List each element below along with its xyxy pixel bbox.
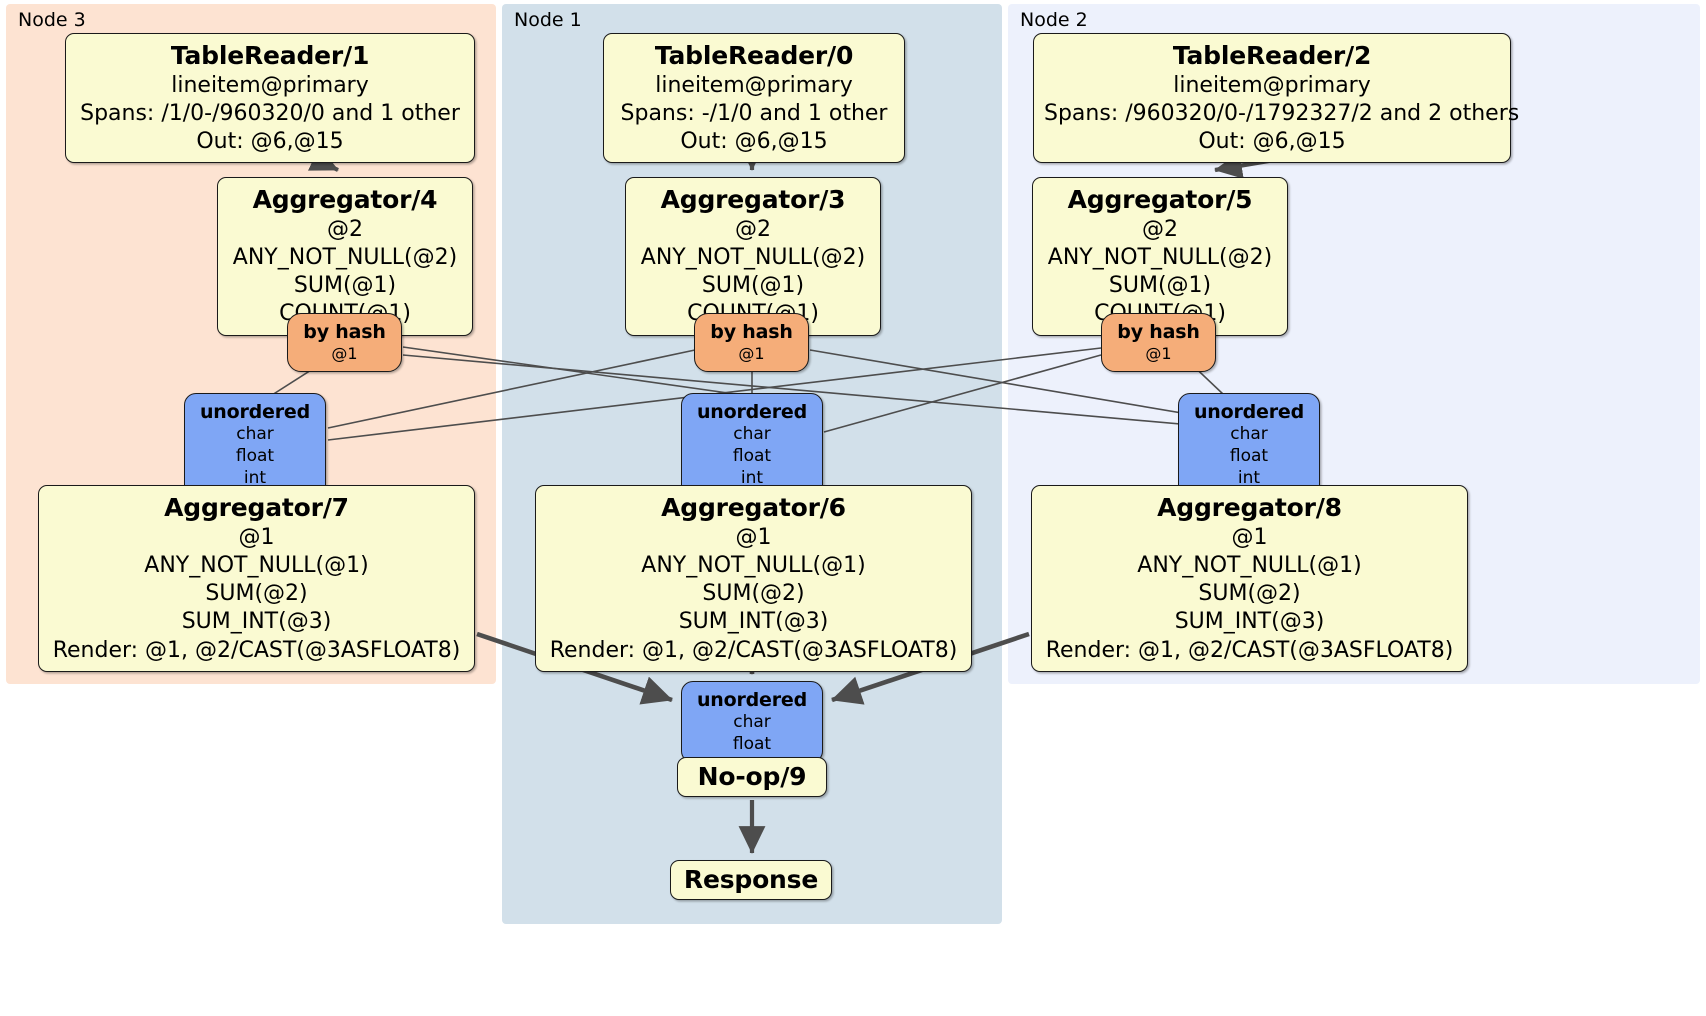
synchronizer-unordered-6[interactable]: unordered char float int (681, 393, 823, 497)
processor-detail-table: lineitem@primary (1173, 73, 1371, 98)
router-detail-col: @1 (331, 344, 358, 364)
processor-detail-groupcol: @1 (735, 525, 772, 550)
processor-detail-agg1: ANY_NOT_NULL(@2) (232, 245, 458, 271)
synchronizer-type-float: float (732, 734, 772, 755)
synchronizer-type-char: char (733, 712, 771, 733)
synchronizer-type-int: int (243, 467, 267, 488)
processor-title: TableReader/2 (1172, 41, 1372, 70)
processor-detail-spans: Spans: /1/0-/960320/0 and 1 other (80, 101, 460, 127)
processor-detail-agg1: ANY_NOT_NULL(@1) (641, 553, 866, 579)
synchronizer-unordered-8[interactable]: unordered char float int (1178, 393, 1320, 497)
processor-title: Aggregator/5 (1067, 185, 1253, 214)
processor-detail-agg2: SUM(@2) (702, 581, 805, 607)
processor-detail-out: Out: @6,@15 (680, 129, 828, 155)
synchronizer-type-int: int (1237, 467, 1261, 488)
processor-title: Aggregator/6 (661, 493, 846, 522)
processor-detail-agg3: SUM_INT(@3) (181, 609, 332, 635)
synchronizer-type-char: char (236, 424, 274, 445)
synchronizer-unordered-7[interactable]: unordered char float int (184, 393, 326, 497)
processor-aggregator-4[interactable]: Aggregator/4 @2 ANY_NOT_NULL(@2) SUM(@1)… (217, 177, 473, 336)
cluster-label-node-2: Node 2 (1020, 9, 1088, 31)
synchronizer-unordered-final[interactable]: unordered char float (681, 681, 823, 763)
processor-aggregator-5[interactable]: Aggregator/5 @2 ANY_NOT_NULL(@2) SUM(@1)… (1032, 177, 1288, 336)
processor-detail-groupcol: @2 (735, 217, 771, 242)
router-title: by hash (303, 321, 386, 343)
processor-tablereader-2[interactable]: TableReader/2 lineitem@primary Spans: /9… (1033, 33, 1520, 164)
processor-detail-agg1: ANY_NOT_NULL(@2) (640, 245, 866, 271)
processor-detail-table: lineitem@primary (171, 73, 369, 98)
processor-tablereader-1[interactable]: TableReader/1 lineitem@primary Spans: /1… (65, 33, 475, 164)
synchronizer-type-float: float (235, 446, 275, 467)
processor-detail-agg1: ANY_NOT_NULL(@1) (144, 553, 369, 579)
router-title: by hash (710, 321, 793, 343)
processor-title: Response (683, 865, 819, 894)
router-detail-col: @1 (738, 344, 765, 364)
synchronizer-title: unordered (696, 689, 808, 711)
router-title: by hash (1117, 321, 1200, 343)
synchronizer-title: unordered (696, 401, 808, 423)
processor-title: No-op/9 (697, 762, 807, 791)
processor-detail-spans: Spans: /960320/0-/1792327/2 and 2 others (1044, 101, 1520, 127)
processor-detail-render: Render: @1, @2/CAST(@3ASFLOAT8) (52, 637, 461, 663)
router-detail-col: @1 (1145, 344, 1172, 364)
synchronizer-type-int: int (740, 467, 764, 488)
processor-detail-spans: Spans: -/1/0 and 1 other (620, 101, 888, 127)
processor-aggregator-7[interactable]: Aggregator/7 @1 ANY_NOT_NULL(@1) SUM(@2)… (38, 485, 475, 672)
synchronizer-title: unordered (1193, 401, 1305, 423)
synchronizer-type-char: char (733, 424, 771, 445)
processor-title: TableReader/1 (170, 41, 370, 70)
processor-detail-agg2: SUM(@1) (701, 273, 805, 299)
router-by-hash-3[interactable]: by hash @1 (694, 313, 809, 372)
synchronizer-title: unordered (199, 401, 311, 423)
processor-detail-agg1: ANY_NOT_NULL(@2) (1047, 245, 1273, 271)
processor-detail-table: lineitem@primary (655, 73, 853, 98)
processor-title: Aggregator/3 (660, 185, 846, 214)
synchronizer-type-float: float (732, 446, 772, 467)
processor-detail-agg2: SUM(@2) (205, 581, 308, 607)
processor-aggregator-6[interactable]: Aggregator/6 @1 ANY_NOT_NULL(@1) SUM(@2)… (535, 485, 972, 672)
processor-detail-render: Render: @1, @2/CAST(@3ASFLOAT8) (549, 637, 958, 663)
router-by-hash-5[interactable]: by hash @1 (1101, 313, 1216, 372)
synchronizer-type-char: char (1230, 424, 1268, 445)
processor-detail-out: Out: @6,@15 (1198, 129, 1346, 155)
processor-aggregator-8[interactable]: Aggregator/8 @1 ANY_NOT_NULL(@1) SUM(@2)… (1031, 485, 1468, 672)
cluster-label-node-1: Node 1 (514, 9, 582, 31)
processor-aggregator-3[interactable]: Aggregator/3 @2 ANY_NOT_NULL(@2) SUM(@1)… (625, 177, 881, 336)
processor-tablereader-0[interactable]: TableReader/0 lineitem@primary Spans: -/… (603, 33, 905, 164)
processor-detail-agg2: SUM(@1) (1108, 273, 1212, 299)
processor-title: Aggregator/7 (164, 493, 349, 522)
processor-title: TableReader/0 (654, 41, 854, 70)
processor-detail-agg1: ANY_NOT_NULL(@1) (1137, 553, 1362, 579)
processor-detail-groupcol: @1 (238, 525, 275, 550)
processor-detail-agg2: SUM(@2) (1198, 581, 1301, 607)
cluster-label-node-3: Node 3 (18, 9, 86, 31)
processor-detail-groupcol: @2 (327, 217, 363, 242)
synchronizer-type-float: float (1229, 446, 1269, 467)
processor-detail-render: Render: @1, @2/CAST(@3ASFLOAT8) (1045, 637, 1454, 663)
processor-detail-groupcol: @2 (1142, 217, 1178, 242)
processor-detail-out: Out: @6,@15 (196, 129, 344, 155)
processor-response[interactable]: Response (670, 860, 832, 900)
processor-detail-agg3: SUM_INT(@3) (678, 609, 829, 635)
processor-title: Aggregator/8 (1157, 493, 1342, 522)
processor-detail-agg3: SUM_INT(@3) (1174, 609, 1325, 635)
processor-detail-groupcol: @1 (1231, 525, 1268, 550)
processor-title: Aggregator/4 (252, 185, 438, 214)
router-by-hash-4[interactable]: by hash @1 (287, 313, 402, 372)
processor-noop-9[interactable]: No-op/9 (677, 757, 827, 797)
processor-detail-agg2: SUM(@1) (293, 273, 397, 299)
